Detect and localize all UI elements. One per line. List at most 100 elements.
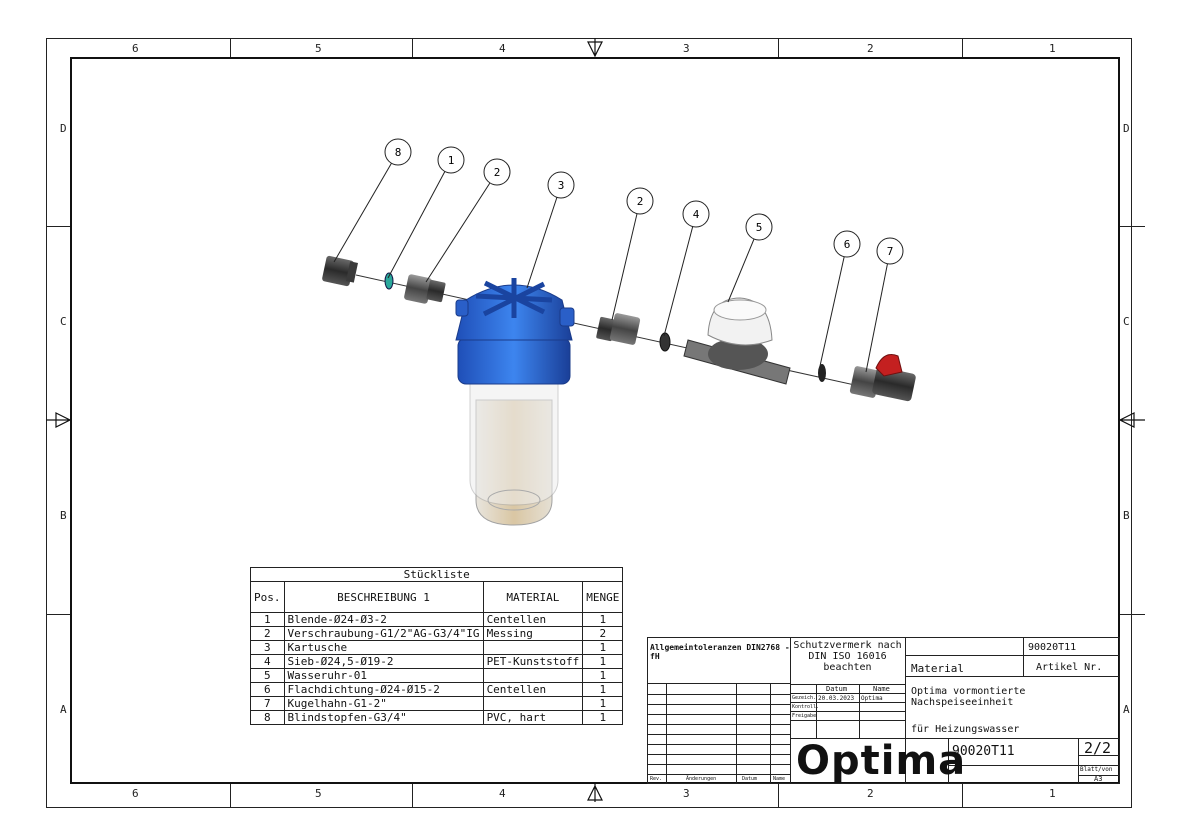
cell-description: Verschraubung-G1/2"AG-G3/4"IG <box>283 626 484 641</box>
balloon-circle <box>483 158 511 186</box>
balloon-circle <box>384 138 412 166</box>
balloon-leader-line <box>663 213 697 337</box>
zone-column-label: 2 <box>867 42 874 55</box>
row-label-checked: Kontroll. <box>792 704 820 710</box>
zone-tick <box>46 226 70 227</box>
header-quantity: MENGE <box>582 581 624 613</box>
zone-row-label: A <box>60 703 67 716</box>
description-line-1: Optima vormontierte Nachspeiseeinheit <box>911 686 1026 708</box>
drawn-name: Optima <box>861 695 883 702</box>
cell-quantity: 1 <box>582 710 624 725</box>
zone-row-label: C <box>60 315 67 328</box>
part-water-meter <box>683 297 791 385</box>
zone-tick <box>1120 614 1145 615</box>
cell-pos: 7 <box>250 696 285 711</box>
balloon-number: 2 <box>494 166 501 179</box>
drawing-sheet <box>46 38 1132 808</box>
zone-tick <box>230 784 231 808</box>
zone-tick <box>230 38 231 57</box>
description-line-2: für Heizungswasser <box>911 724 1020 735</box>
header-description: BESCHREIBUNG 1 <box>283 581 484 613</box>
balloon-circle <box>547 171 575 199</box>
zone-tick <box>46 614 70 615</box>
cell-material: PVC, hart <box>482 710 584 725</box>
header-material: MATERIAL <box>482 581 584 613</box>
balloon-leader-line <box>727 226 760 303</box>
cell-pos: 1 <box>250 612 285 627</box>
cell-description: Flachdichtung-Ø24-Ø15-2 <box>283 682 484 697</box>
part-aperture-disc <box>384 272 394 290</box>
part-flat-gasket <box>818 364 826 382</box>
cell-quantity: 2 <box>582 626 624 641</box>
tolerance-note: Allgemeintoleranzen DIN2768 - fH <box>650 643 790 661</box>
balloon-number: 8 <box>395 146 402 159</box>
zone-tick <box>412 38 413 57</box>
rev-header: Rev. <box>650 776 663 782</box>
rev-date-header: Datum <box>742 776 758 782</box>
part-number-top: 90020T11 <box>1028 642 1077 653</box>
part-union-right <box>596 313 641 345</box>
cell-quantity: 1 <box>582 668 624 683</box>
cell-description: Kugelhahn-G1-2" <box>283 696 484 711</box>
title-block: Allgemeintoleranzen DIN2768 - fH Schutzv… <box>647 637 1120 784</box>
cell-material: Centellen <box>482 612 584 627</box>
balloon-number: 2 <box>637 195 644 208</box>
balloon-leader-line <box>387 159 452 279</box>
protection-note: Schutzvermerk nach DIN ISO 16016 beachte… <box>793 640 902 673</box>
date-header: Datum <box>826 685 848 693</box>
center-mark-bottom <box>587 784 603 802</box>
parts-list-title: Stückliste <box>249 567 624 582</box>
cell-material <box>482 696 584 711</box>
part-filter-housing <box>455 278 575 526</box>
cell-quantity: 1 <box>582 682 624 697</box>
balloon-leader-line <box>819 243 848 367</box>
cell-pos: 4 <box>250 654 285 669</box>
balloon-number: 1 <box>448 154 455 167</box>
changes-header: Änderungen <box>686 776 717 782</box>
zone-column-label: 4 <box>499 42 506 55</box>
center-mark-right <box>1118 412 1145 428</box>
balloon-circle <box>833 230 861 258</box>
zone-row-label: A <box>1123 703 1130 716</box>
paper-format: A3 <box>1094 775 1103 783</box>
rev-name-header: Name <box>773 776 786 782</box>
zone-column-label: 3 <box>683 42 690 55</box>
sheet-label: Blatt/von <box>1080 766 1113 773</box>
balloon-leader-line <box>526 184 562 289</box>
balloon-leader-line <box>611 200 641 321</box>
balloon-leader-line <box>865 250 891 373</box>
parts-list-table: Stückliste Pos. BESCHREIBUNG 1 MATERIAL … <box>249 567 624 725</box>
balloon-circle <box>745 213 773 241</box>
cell-quantity: 1 <box>582 654 624 669</box>
zone-column-label: 2 <box>867 787 874 800</box>
cell-description: Blende-Ø24-Ø3-2 <box>283 612 484 627</box>
material-label: Material <box>911 662 964 675</box>
balloon-number: 4 <box>693 208 700 221</box>
cell-pos: 2 <box>250 626 285 641</box>
balloon-number: 7 <box>887 245 894 258</box>
balloon-circle <box>876 237 904 265</box>
cell-material: Centellen <box>482 682 584 697</box>
cell-material: PET-Kunststoff <box>482 654 584 669</box>
zone-tick <box>778 38 779 57</box>
article-label: Artikel Nr. <box>1036 662 1103 673</box>
center-mark-left <box>46 412 72 428</box>
balloon-number: 6 <box>844 238 851 251</box>
drawn-date: 20.03.2023 <box>818 695 855 702</box>
header-pos: Pos. <box>250 581 285 613</box>
cell-description: Kartusche <box>283 640 484 655</box>
cell-description: Sieb-Ø24,5-Ø19-2 <box>283 654 484 669</box>
zone-column-label: 5 <box>315 42 322 55</box>
company-logo: Optima <box>796 738 967 784</box>
balloon-circle <box>626 187 654 215</box>
cell-pos: 5 <box>250 668 285 683</box>
zone-column-label: 6 <box>132 42 139 55</box>
zone-tick <box>778 784 779 808</box>
